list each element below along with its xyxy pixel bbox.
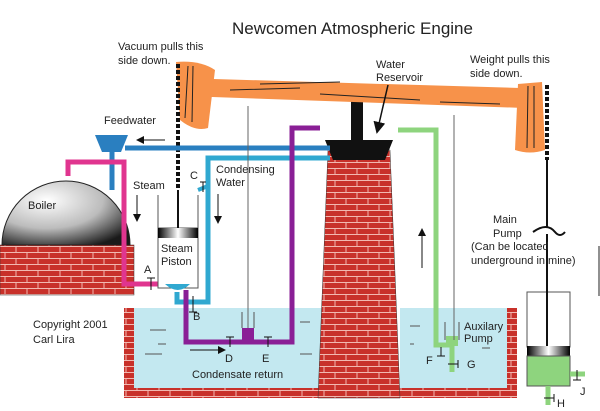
condensing-water-pipe bbox=[174, 155, 330, 305]
steam-piston bbox=[158, 228, 198, 238]
aux-pump-body bbox=[446, 336, 458, 346]
beam-arch-right bbox=[515, 82, 545, 153]
boiler bbox=[1, 180, 131, 246]
copyright-line-1: Copyright 2001 bbox=[33, 319, 108, 331]
condensate-pump bbox=[242, 328, 254, 344]
valve-label-f: F bbox=[426, 355, 433, 367]
vacuum-label-1: Vacuum pulls this bbox=[118, 41, 204, 53]
main-pump-note-2: underground in mine) bbox=[471, 255, 576, 267]
steam-pipe bbox=[65, 159, 158, 287]
weight-label-1: Weight pulls this bbox=[470, 54, 550, 66]
vacuum-label-2: side down. bbox=[118, 55, 171, 67]
condensing-label-1: Condensing bbox=[216, 164, 275, 176]
diagram-title: Newcomen Atmospheric Engine bbox=[232, 19, 473, 38]
main-pump-label-2: Pump bbox=[493, 228, 522, 240]
main-pump-label-1: Main bbox=[493, 214, 517, 226]
feedwater-funnel bbox=[95, 135, 128, 152]
piston-label-1: Steam bbox=[161, 243, 193, 255]
condensing-label-2: Water bbox=[216, 177, 245, 189]
main-pump-piston bbox=[527, 346, 570, 356]
valve-label-g: G bbox=[467, 359, 476, 371]
reservoir-label-2: Reservoir bbox=[376, 72, 423, 84]
reservoir-pointer-arrow bbox=[373, 84, 389, 134]
aux-pump-pipe bbox=[398, 127, 455, 372]
valve-label-e: E bbox=[262, 353, 269, 365]
aux-pump-label-1: Auxilary bbox=[464, 321, 504, 333]
central-brick-pillar bbox=[317, 149, 401, 399]
valve-label-c: C bbox=[190, 170, 198, 182]
copyright-line-2: Carl Lira bbox=[33, 334, 75, 346]
beam-arch-left bbox=[176, 61, 215, 129]
piston-label-2: Piston bbox=[161, 256, 192, 268]
valve-label-d: D bbox=[225, 353, 233, 365]
water-ripples bbox=[145, 321, 490, 355]
valve-label-j: J bbox=[580, 386, 586, 398]
condensate-return-label: Condensate return bbox=[192, 369, 283, 381]
valve-label-a: A bbox=[144, 264, 152, 276]
main-pump-note-1: (Can be located bbox=[471, 241, 549, 253]
main-pump-water bbox=[526, 355, 571, 387]
steam-label: Steam bbox=[133, 180, 165, 192]
condensing-spray bbox=[165, 284, 190, 290]
reservoir-label-1: Water bbox=[376, 59, 405, 71]
boiler-label: Boiler bbox=[28, 200, 56, 212]
boiler-brick-base bbox=[0, 244, 135, 296]
valve-label-h: H bbox=[557, 398, 565, 410]
feedwater-label: Feedwater bbox=[104, 115, 156, 127]
main-pump-hook bbox=[532, 226, 566, 236]
valve-label-b: B bbox=[193, 311, 200, 323]
condensate-return-pipe bbox=[183, 125, 320, 345]
weight-label-2: side down. bbox=[470, 68, 523, 80]
valve-markers bbox=[147, 181, 581, 402]
beam bbox=[180, 78, 524, 108]
main-pump-cylinder bbox=[526, 291, 571, 348]
aux-pump-label-2: Pump bbox=[464, 333, 493, 345]
water-reservoir bbox=[325, 140, 393, 160]
